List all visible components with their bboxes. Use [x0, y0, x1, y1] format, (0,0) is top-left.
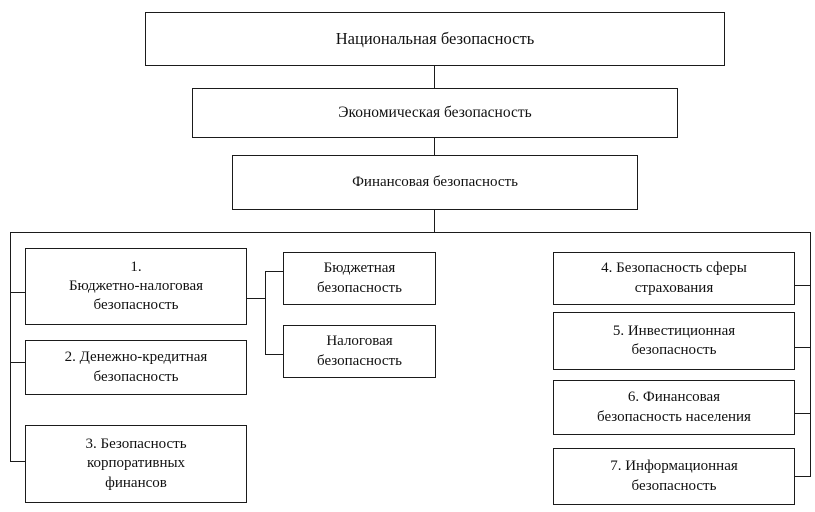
stub-to-information: [795, 476, 811, 478]
stub-to-tax: [265, 354, 284, 356]
node-monetary-credit-security[interactable]: 2. Денежно-кредитная безопасность: [25, 340, 247, 395]
node-fiscal-tax-security[interactable]: 1. Бюджетно-налоговая безопасность: [25, 248, 247, 325]
stub-to-fiscal: [10, 292, 26, 294]
stub-to-monetary: [10, 362, 26, 364]
node-insurance-sphere-security[interactable]: 4. Безопасность сферы страхования: [553, 252, 795, 305]
node-information-security[interactable]: 7. Информационная безопасность: [553, 448, 795, 505]
connector-national-to-economic: [434, 66, 436, 88]
node-corporate-finance-security[interactable]: 3. Безопасность корпоративных финансов: [25, 425, 247, 503]
node-investment-security[interactable]: 5. Инвестиционная безопасность: [553, 312, 795, 370]
left-bus-vertical: [10, 232, 12, 462]
stub-to-population: [795, 413, 811, 415]
node-budget-security[interactable]: Бюджетная безопасность: [283, 252, 436, 305]
stub-to-corporate: [10, 461, 26, 463]
stub-to-investment: [795, 347, 811, 349]
stub-to-budget: [265, 271, 284, 273]
middle-bracket-spine: [265, 271, 267, 355]
node-national-security[interactable]: Национальная безопасность: [145, 12, 725, 66]
stub-to-insurance: [795, 285, 811, 287]
node-financial-security[interactable]: Финансовая безопасность: [232, 155, 638, 210]
stub-fiscal-to-bracket: [247, 298, 266, 300]
main-bus-horizontal: [10, 232, 811, 234]
node-tax-security[interactable]: Налоговая безопасность: [283, 325, 436, 378]
right-bus-vertical: [810, 232, 812, 477]
connector-economic-to-financial: [434, 138, 436, 155]
node-economic-security[interactable]: Экономическая безопасность: [192, 88, 678, 138]
node-population-financial-security[interactable]: 6. Финансовая безопасность населения: [553, 380, 795, 435]
connector-financial-to-bus: [434, 210, 436, 233]
